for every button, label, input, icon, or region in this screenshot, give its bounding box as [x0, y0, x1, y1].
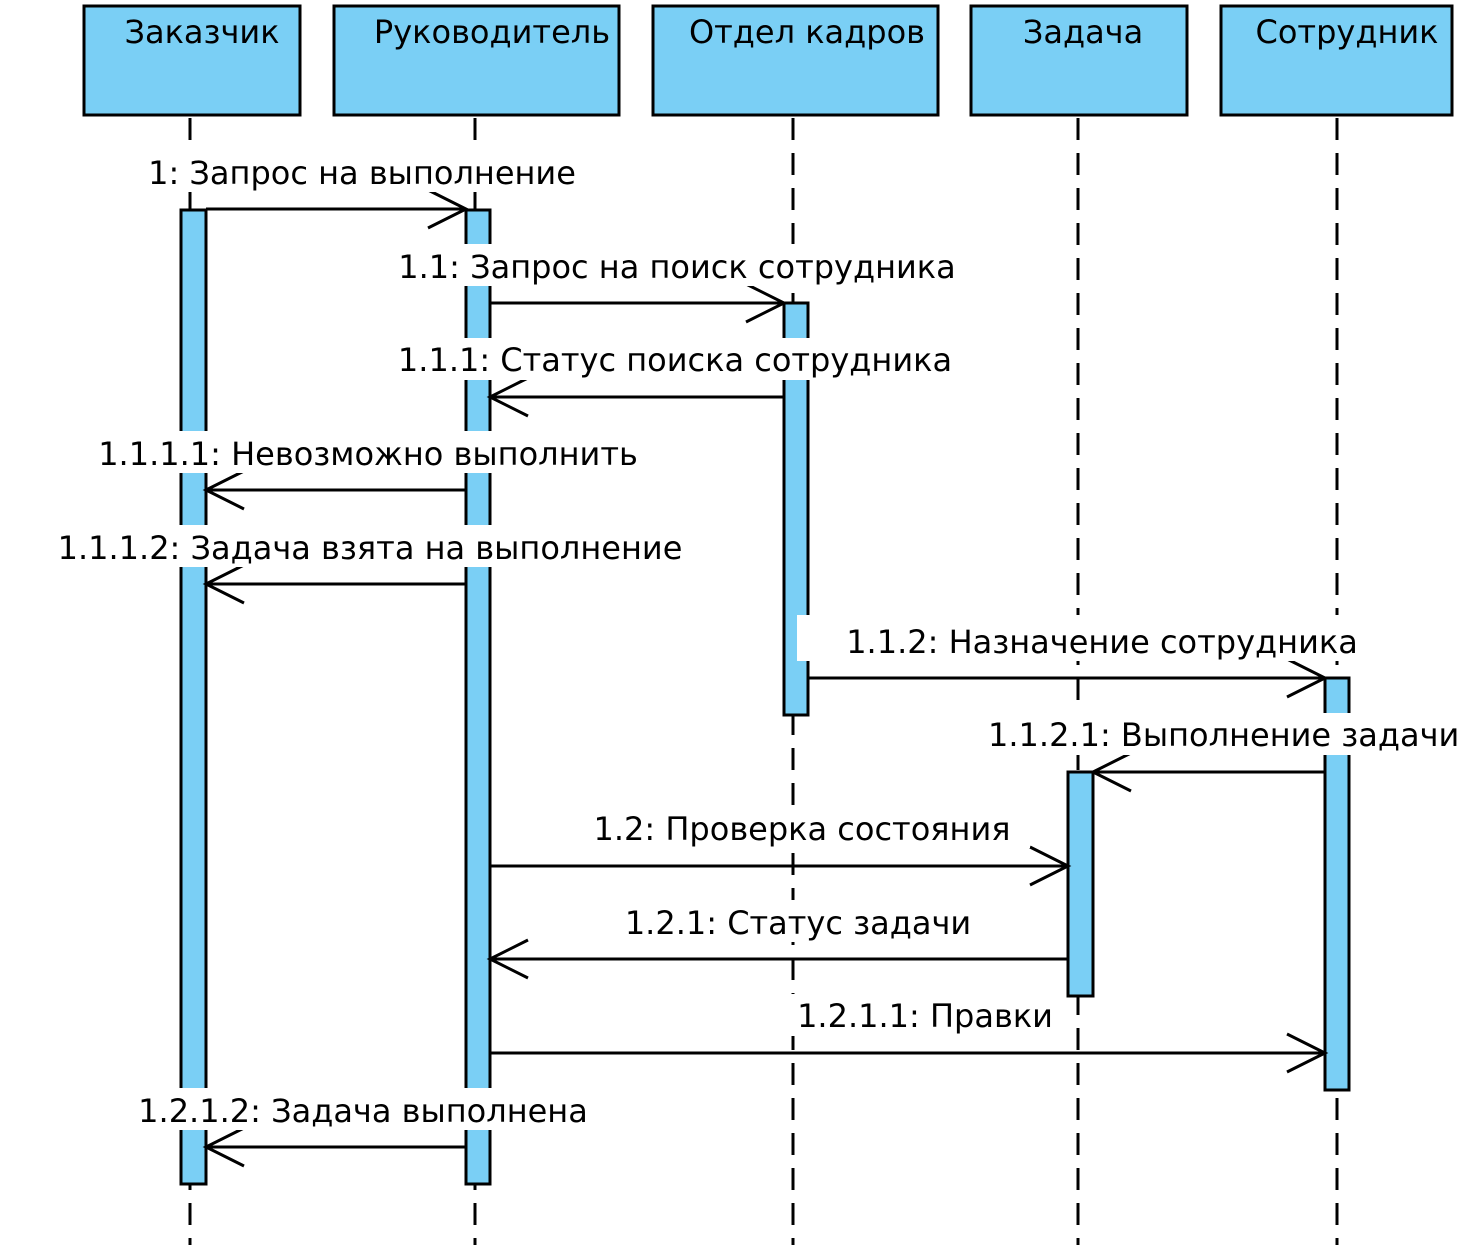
label-mask	[376, 338, 976, 380]
message-label: 1.1.2: Назначение сотрудника	[846, 623, 1358, 661]
message-arrow-1-1-1-2	[202, 563, 466, 605]
participant-name: Отдел кадров	[689, 13, 925, 51]
message-label: 1.1.2.1: Выполнение задачи	[988, 716, 1459, 754]
label-mask	[576, 806, 1030, 848]
lifelines	[188, 118, 1339, 1245]
label-mask	[376, 244, 980, 286]
participant-name: Заказчик	[124, 13, 279, 51]
message-label: 1.1.1.1: Невозможно выполнить	[98, 435, 638, 473]
message-label: 1.1.1.2: Задача взята на выполнение	[58, 529, 683, 567]
participant-box	[969, 4, 1189, 117]
label-mask	[610, 900, 988, 942]
activation-zakazchik	[179, 208, 208, 1186]
message-label: 1.1.1: Статус поиска сотрудника	[398, 341, 952, 379]
message-arrow-1	[206, 188, 470, 230]
participant-header-otdel-kadrov: Отдел кадров	[651, 4, 940, 117]
message-arrow-1-1-1	[486, 376, 784, 418]
participant-box	[651, 4, 940, 117]
message-label: 1.2.1.1: Правки	[797, 997, 1053, 1035]
message-arrows	[202, 188, 1329, 1168]
label-mask	[130, 150, 594, 192]
label-mask	[32, 525, 708, 567]
participant-name: Сотрудник	[1256, 13, 1439, 51]
label-mask	[797, 615, 1381, 661]
message-arrow-1-1	[490, 282, 788, 324]
message-arrow-1-2-1-2	[202, 1126, 466, 1168]
message-label: 1.2.1.2: Задача выполнена	[138, 1092, 588, 1130]
label-mask	[76, 431, 660, 473]
participant-name: Задача	[1023, 13, 1143, 51]
message-label: 1: Запрос на выполнение	[148, 154, 576, 192]
message-label: 1.1: Запрос на поиск сотрудника	[398, 248, 955, 286]
label-mask	[786, 994, 1066, 1036]
participant-header-zadacha: Задача	[969, 4, 1189, 117]
participant-header-zakazchik: Заказчик	[82, 4, 302, 117]
participant-box	[332, 4, 621, 117]
message-arrow-1-1-2	[808, 657, 1329, 699]
message-arrow-1-2-1	[486, 938, 1068, 980]
participant-header-rukovoditel: Руководитель	[332, 4, 621, 117]
participant-box	[82, 4, 302, 117]
participant-name: Руководитель	[374, 13, 610, 51]
message-arrow-1-2-1-1	[490, 1032, 1329, 1074]
label-mask	[985, 713, 1478, 755]
message-arrow-1-1-1-1	[202, 469, 466, 511]
participant-box	[1219, 4, 1454, 117]
message-arrow-1-2	[490, 845, 1072, 887]
participant-header-sotrudnik: Сотрудник	[1219, 4, 1454, 117]
label-mask	[119, 1088, 607, 1130]
activation-zadacha	[1066, 770, 1095, 998]
message-label: 1.2: Проверка состояния	[594, 810, 1011, 848]
message-label: 1.2.1: Статус задачи	[625, 904, 971, 942]
message-labels: 1: Запрос на выполнение 1.1: Запрос на п…	[32, 150, 1478, 1130]
message-arrow-1-1-2-1	[1089, 751, 1325, 793]
